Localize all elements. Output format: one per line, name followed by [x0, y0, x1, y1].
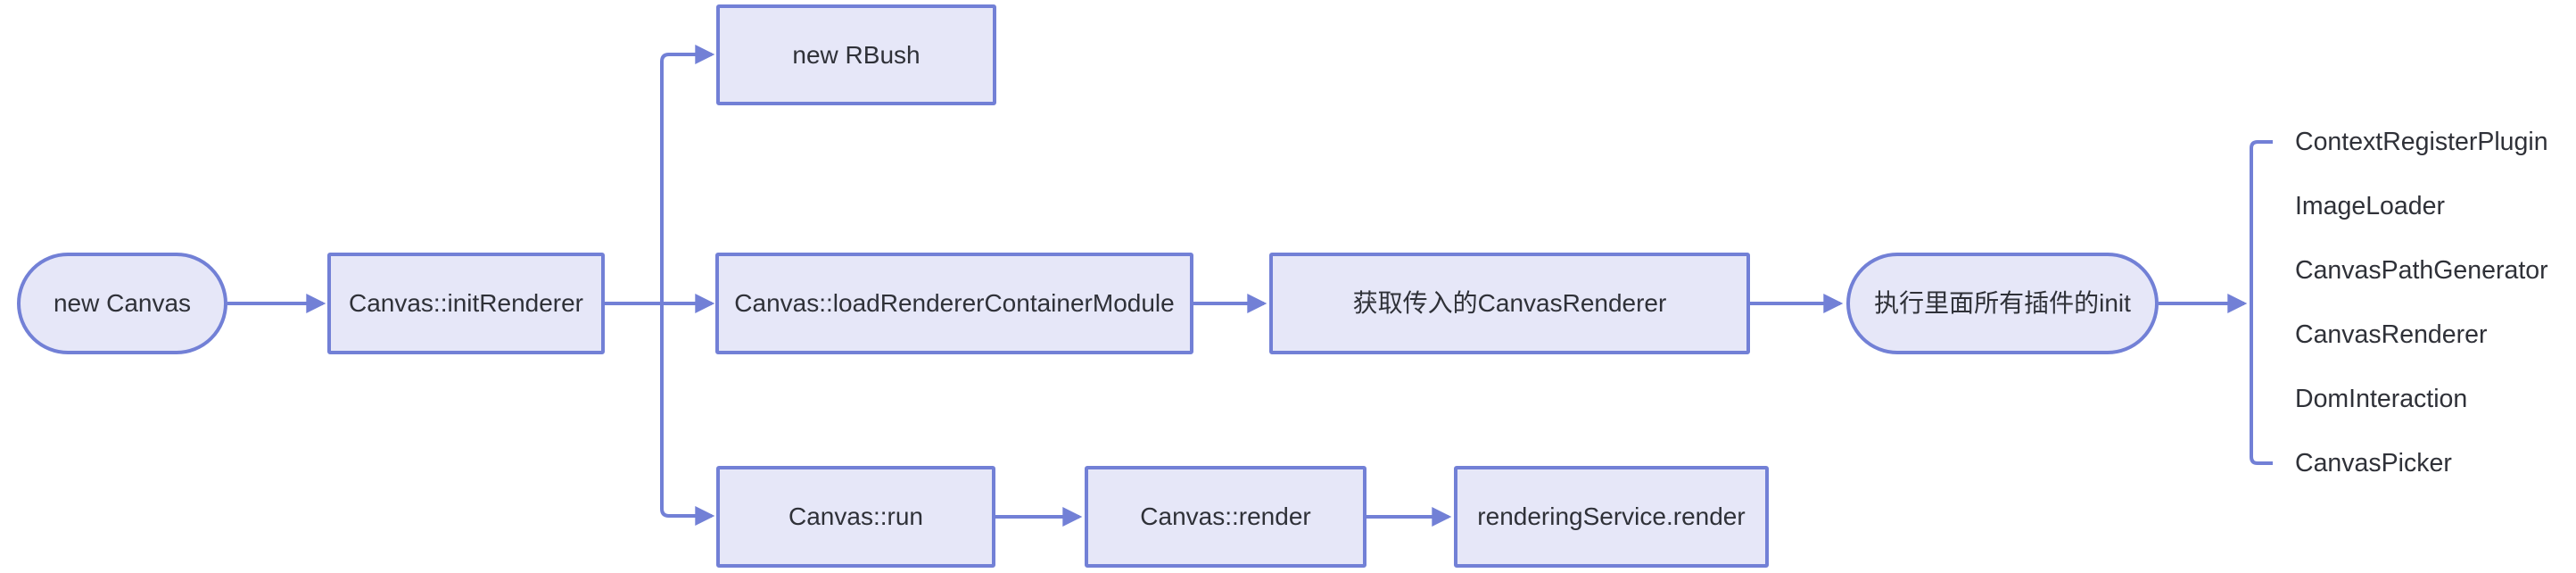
plugins-bracket	[2250, 140, 2273, 465]
plugin-item-canvas-renderer: CanvasRenderer	[2295, 320, 2488, 349]
node-run-all-plugins-init: 执行里面所有插件的init	[1846, 253, 2159, 354]
plugin-item-context-register-plugin: ContextRegisterPlugin	[2295, 127, 2548, 156]
node-load-renderer-container-module: Canvas::loadRendererContainerModule	[715, 253, 1193, 354]
node-canvas-render: Canvas::render	[1085, 466, 1366, 568]
plugin-item-dom-interaction: DomInteraction	[2295, 384, 2468, 413]
plugin-item-image-loader: ImageLoader	[2295, 191, 2445, 220]
edge-initrenderer-canvasrun	[660, 303, 715, 526]
node-get-canvas-renderer: 获取传入的CanvasRenderer	[1269, 253, 1750, 354]
edge-initrenderer-newrbush	[660, 45, 715, 303]
plugin-item-canvas-path-generator: CanvasPathGenerator	[2295, 255, 2548, 285]
node-new-rbush: new RBush	[716, 4, 996, 105]
node-canvas-init-renderer: Canvas::initRenderer	[327, 253, 605, 354]
node-rendering-service-render: renderingService.render	[1454, 466, 1769, 568]
node-new-canvas: new Canvas	[17, 253, 227, 354]
plugin-item-canvas-picker: CanvasPicker	[2295, 448, 2452, 478]
node-canvas-run: Canvas::run	[716, 466, 995, 568]
